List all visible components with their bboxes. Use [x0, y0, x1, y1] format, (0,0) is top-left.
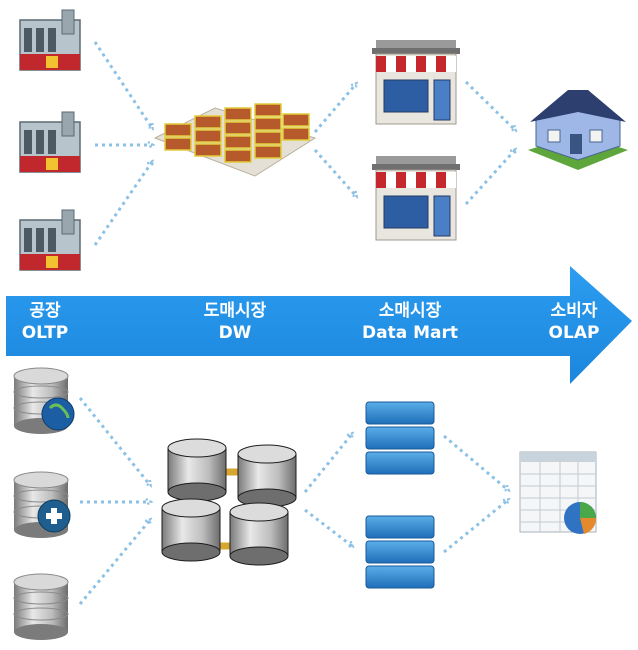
store-icon: [372, 156, 460, 241]
arrow-factory1-to-warehouse: [93, 41, 152, 128]
stage-label-korean: 공장: [29, 301, 61, 321]
stage-label-korean: 소비자: [550, 301, 598, 321]
arrow-cluster-to-server2: [304, 508, 352, 546]
arrow-db3-to-cluster: [78, 520, 150, 605]
factory-icon: [19, 9, 81, 71]
bottom-flow-arrows: [78, 397, 508, 605]
arrow-store2-to-house: [464, 150, 515, 206]
database-globe-icon: [13, 367, 75, 434]
factory-icon: [19, 111, 81, 173]
store-icon: [372, 40, 460, 125]
database-server-icon: [365, 515, 435, 589]
arrow-store1-to-house: [464, 80, 515, 130]
arrow-cluster-to-server1: [303, 434, 352, 493]
stage-label-english: OLAP: [548, 323, 600, 343]
arrow-warehouse-to-store1: [313, 84, 356, 133]
stage-label-olap: 소비자 OLAP: [534, 300, 614, 344]
stage-label-english: DW: [218, 323, 252, 343]
banner-arrow: [6, 266, 632, 384]
stage-label-dw: 도매시장 DW: [180, 300, 290, 344]
house-icon: [528, 90, 628, 170]
spreadsheet-chart-icon: [519, 451, 597, 534]
stage-label-english: Data Mart: [362, 323, 458, 343]
database-server-icon: [365, 401, 435, 475]
stage-label-oltp: 공장 OLTP: [10, 300, 80, 344]
factory-icon: [19, 209, 81, 271]
database-icon: [13, 573, 69, 640]
stage-label-korean: 소매시장: [378, 301, 442, 321]
database-cluster-icon: [161, 438, 297, 566]
warehouse-icon: [153, 103, 317, 177]
arrow-db1-to-cluster: [78, 397, 150, 485]
arrow-server2-to-sheet: [443, 500, 508, 554]
stage-label-korean: 도매시장: [203, 301, 267, 321]
arrow-factory3-to-warehouse: [93, 162, 152, 246]
arrow-server1-to-sheet: [443, 434, 508, 490]
top-flow-arrows: [93, 41, 515, 246]
database-add-icon: [13, 471, 71, 538]
arrow-warehouse-to-store2: [313, 149, 356, 196]
stage-label-english: OLTP: [21, 323, 69, 343]
stage-label-data-mart: 소매시장 Data Mart: [350, 300, 470, 344]
